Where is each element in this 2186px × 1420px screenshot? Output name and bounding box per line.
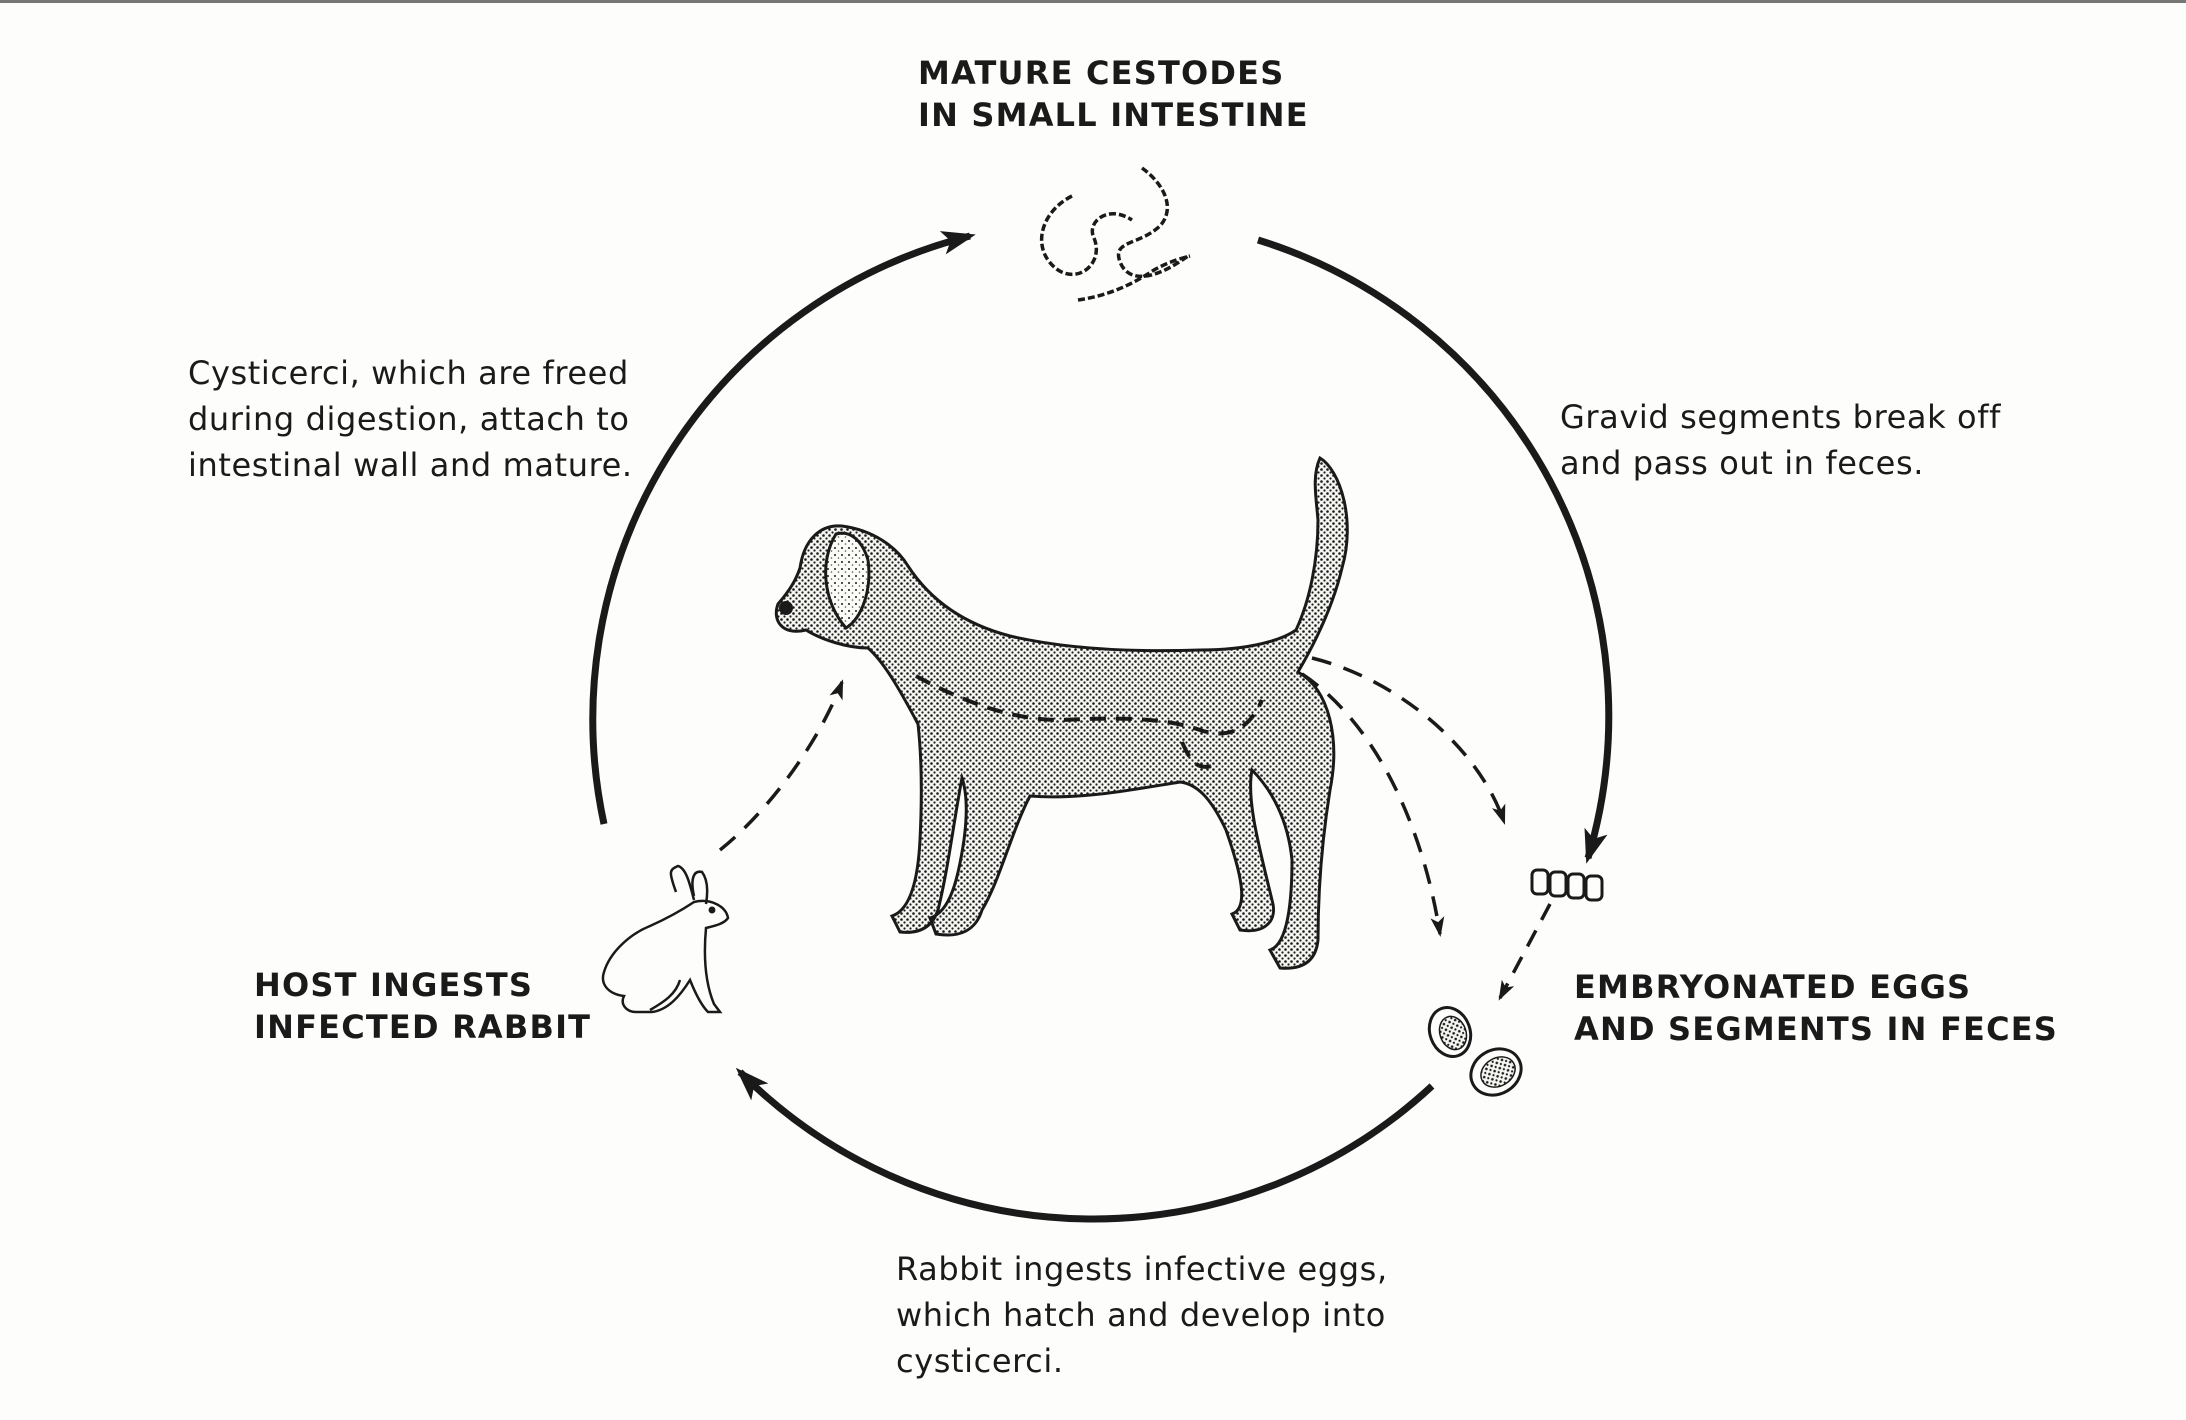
proglottid-segments-icon <box>1530 868 1604 902</box>
cycle-arrow-top-right <box>1256 236 1613 864</box>
rabbit-icon <box>601 864 730 1014</box>
stage-caption-rabbit-ingests: Rabbit ingests infective eggs, which hat… <box>896 1250 1388 1380</box>
egg-icon <box>1427 1006 1523 1097</box>
feces-arrow-eggs <box>1301 672 1445 937</box>
top-border-line <box>0 0 2186 3</box>
rabbit-to-dog-arrow <box>718 679 844 852</box>
dog-icon <box>774 455 1349 970</box>
stage-label-mature-cestodes: MATURE CESTODES IN SMALL INTESTINE <box>918 54 1309 134</box>
stage-caption-gravid-segments: Gravid segments break off and pass out i… <box>1560 398 2001 482</box>
stage-label-host-ingests: HOST INGESTS INFECTED RABBIT <box>254 966 592 1046</box>
tapeworm-icon <box>1040 166 1191 302</box>
stage-caption-cysticerci: Cysticerci, which are freed during diges… <box>188 354 633 484</box>
segments-to-eggs-arrow <box>1498 903 1552 1001</box>
stage-label-eggs-in-feces: EMBRYONATED EGGS AND SEGMENTS IN FECES <box>1574 968 2059 1048</box>
feces-arrow-segments <box>1311 656 1506 825</box>
cycle-arrow-bottom <box>735 1067 1435 1223</box>
cycle-arrow-top-left <box>589 231 976 825</box>
